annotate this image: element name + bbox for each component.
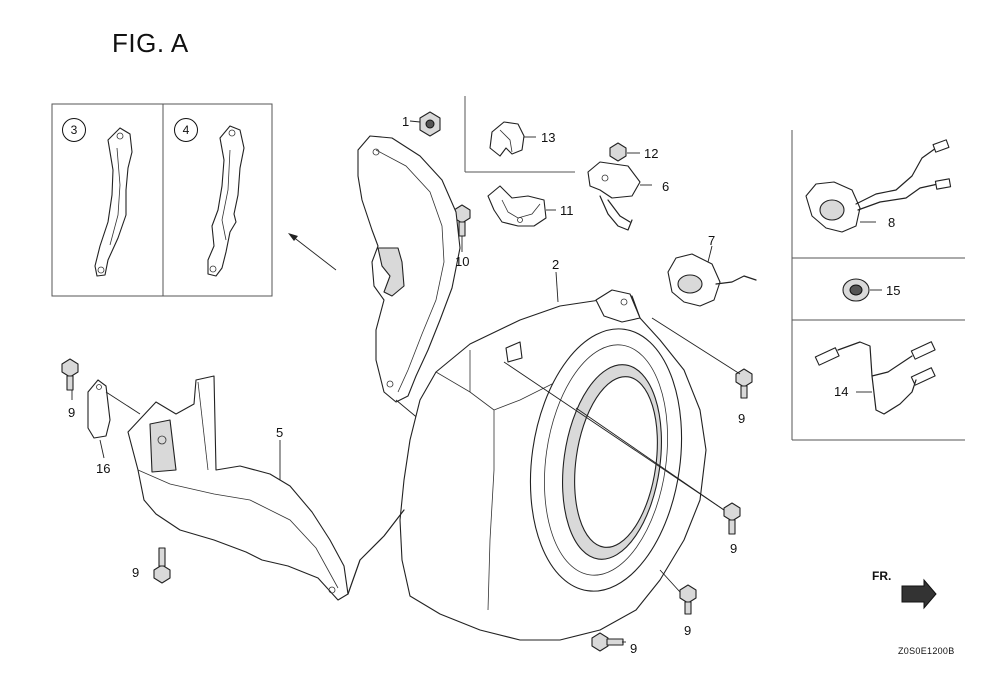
part-14-harness: [814, 341, 936, 415]
inset-callout-4: 4: [174, 118, 198, 142]
part-2-fan-cover: [399, 271, 707, 641]
inset-callout-3: 3: [62, 118, 86, 142]
callout-1: 1: [402, 114, 410, 129]
callout-9-bottom-left: 9: [132, 565, 140, 580]
callout-12: 12: [644, 146, 659, 161]
part-8-sensor: [805, 139, 952, 233]
box-13: [464, 96, 575, 173]
part-5-lower-shroud: [127, 375, 405, 601]
callout-9-right-mid: 9: [730, 541, 738, 556]
callout-16: 16: [96, 461, 111, 476]
upper-shroud-panel: [357, 135, 461, 421]
figure-title: FIG. A: [112, 28, 189, 58]
callout-6: 6: [662, 179, 670, 194]
callout-15: 15: [886, 283, 901, 298]
callout-5: 5: [276, 425, 284, 440]
part-13-clip: [489, 121, 536, 157]
callout-9-left: 9: [68, 405, 76, 420]
callout-13: 13: [541, 130, 556, 145]
part-7-sensor: [667, 245, 757, 307]
part-6-switch: [587, 161, 652, 231]
part-3-shape: [94, 127, 133, 277]
callout-11: 11: [560, 203, 574, 218]
part-1-nut: [409, 111, 441, 137]
part-12-bolt: [609, 142, 640, 162]
callout-14: 14: [834, 384, 849, 399]
callout-2: 2: [552, 257, 560, 272]
part-15-grommet: [842, 278, 882, 302]
part-11-clamp: [487, 185, 556, 227]
part-10-bolt: [453, 204, 471, 252]
drawing-code: Z0S0E1200B: [898, 646, 955, 656]
part-16-bracket: [87, 379, 141, 459]
part-9-bolts: [61, 317, 753, 652]
callout-10: 10: [455, 254, 470, 269]
inset-box-3-4: [51, 103, 273, 297]
callout-9-right-top: 9: [738, 411, 746, 426]
callout-9-bottom-right: 9: [684, 623, 692, 638]
callout-8: 8: [888, 215, 896, 230]
right-boxes: [791, 130, 965, 441]
front-direction-arrow: [901, 578, 937, 610]
front-direction-label: FR.: [872, 569, 892, 583]
callout-7: 7: [708, 233, 716, 248]
callout-9-bottom: 9: [630, 641, 638, 656]
